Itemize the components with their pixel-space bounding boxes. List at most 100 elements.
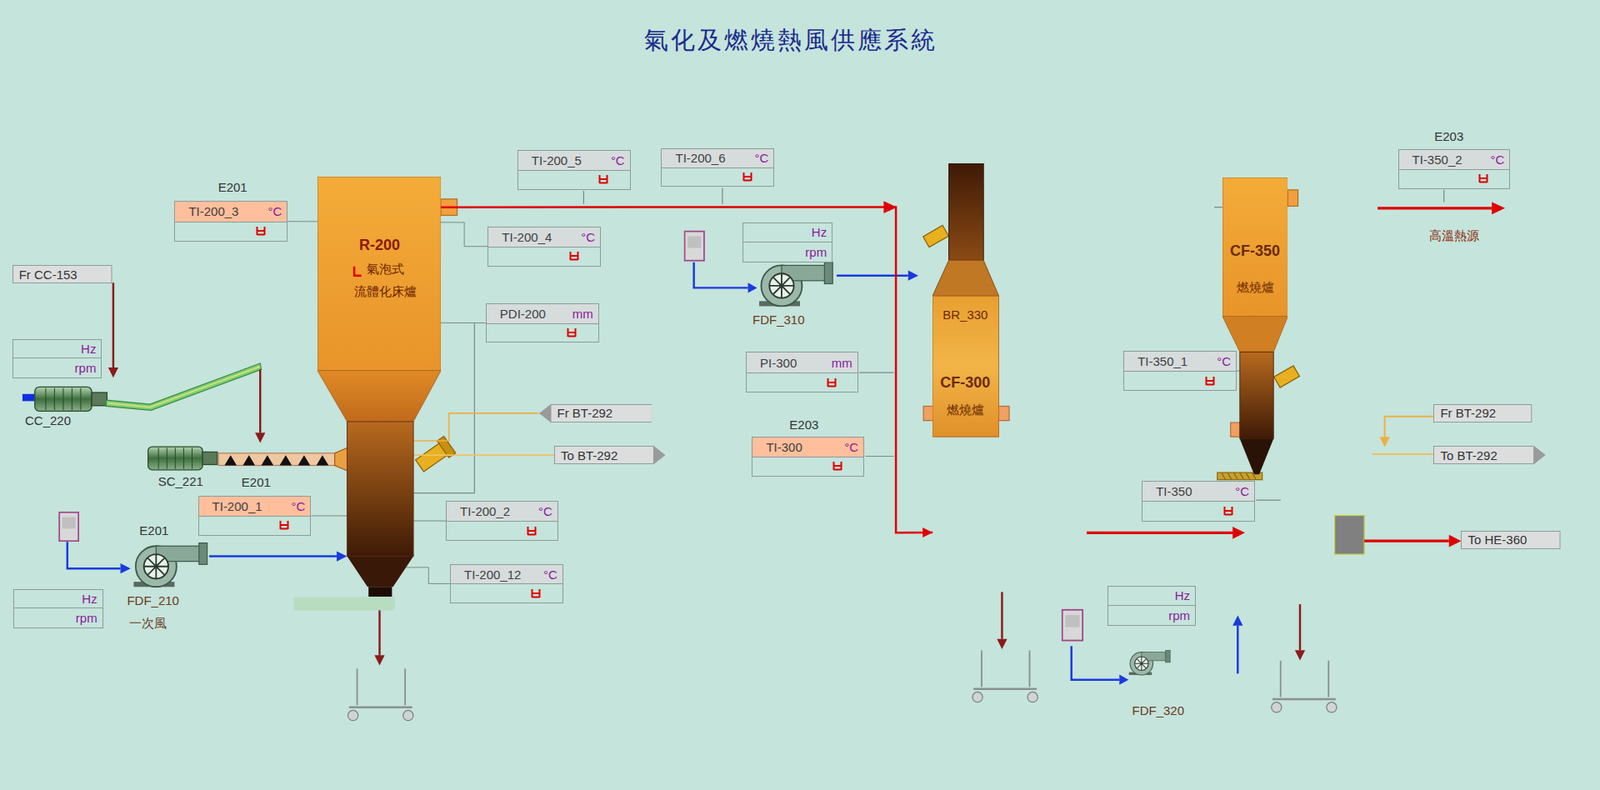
tertiary-fan-part (1119, 675, 1129, 685)
connector (413, 520, 446, 522)
unit-text: °C (604, 153, 625, 168)
primary-air-fan-part (59, 512, 79, 541)
unit-text: mm (565, 306, 594, 321)
bottom-ash-carts-part (1295, 650, 1305, 660)
tag-header: TI-200_6°C (661, 149, 774, 169)
feed-conveyor-part (22, 394, 35, 402)
secondary-fan-part (748, 282, 758, 293)
tag-header: TI-200_1°C (199, 496, 311, 517)
tag-header: PDI-200mm (486, 304, 599, 325)
vessel-label: 燃燒爐 (946, 402, 985, 419)
feed-conveyor-part (112, 282, 115, 370)
tag-name: TI-200_5 (531, 153, 582, 168)
speed-row: Hz (1108, 586, 1196, 606)
value-field (446, 521, 558, 540)
vessel-shape (1222, 177, 1288, 480)
stream-tag: Fr BT-292 (1433, 404, 1533, 423)
speed-box: Hz rpm (742, 222, 833, 263)
furnace-fittings-part (1230, 422, 1240, 437)
stream-tag-body (550, 404, 652, 422)
leader-lines (583, 187, 1444, 500)
alarm-icon-glyph (280, 520, 288, 530)
bt292-lines (1372, 416, 1434, 455)
value-field (450, 584, 563, 601)
equipment-label: FDF_320 (1132, 703, 1185, 718)
hot-gas-line-part (1377, 206, 1492, 210)
tertiary-fan-part (1129, 650, 1170, 675)
alarm-icon-glyph (1480, 174, 1488, 183)
unit-text: °C (536, 567, 558, 582)
equipment-label: E201 (139, 522, 169, 537)
equipment-label: E201 (241, 474, 271, 489)
speed-row: rpm (743, 242, 832, 262)
tertiary-fan-part (1071, 645, 1120, 680)
value-field (1142, 501, 1255, 520)
tag-box: TI-350_2°C (1398, 149, 1511, 190)
tag-header: TI-200_3°C (175, 201, 287, 222)
connector (413, 413, 540, 441)
secondary-fan-part (759, 262, 833, 307)
tag-box: PDI-200mm (485, 303, 600, 344)
value-field (488, 247, 600, 265)
value-field (199, 516, 311, 535)
furnace-fittings-part (1221, 472, 1257, 480)
secondary-fan-part (836, 274, 909, 276)
stream-name: To BT-292 (560, 448, 618, 463)
tag-name: TI-200_6 (675, 150, 725, 165)
stream-tag: Fr CC-153 (12, 265, 113, 284)
connector (310, 515, 347, 516)
connector-line (405, 567, 450, 585)
equipment-label: E201 (218, 180, 248, 195)
bottom-ash-carts-part (1299, 604, 1301, 650)
unit-text: °C (1210, 354, 1231, 369)
alarm-icon (598, 174, 609, 185)
vessel-shape-part (1222, 316, 1288, 353)
unit-text: °C (260, 204, 282, 219)
stream-tag-body (554, 446, 654, 465)
unit-text: Hz (811, 225, 827, 240)
unit-text: °C (531, 504, 553, 519)
secondary-fan-part (685, 231, 705, 261)
stream-tag-arrow (539, 404, 551, 423)
hot-gas-line-part (1232, 526, 1245, 540)
vessel-shape-part (354, 266, 362, 276)
vessel: R-200氣泡式流體化床爐 (317, 176, 441, 597)
alarm-icon (1223, 505, 1234, 516)
alarm-icon-glyph (570, 251, 578, 260)
bt292-lines-part (1372, 453, 1434, 455)
tag-box: TI-350_1°C (1123, 350, 1237, 391)
vessel-label: R-200 (359, 235, 400, 254)
value-field (752, 457, 864, 475)
unit-text: rpm (1168, 608, 1190, 623)
connector (413, 455, 555, 456)
tag-header: TI-200_4°C (488, 227, 600, 248)
connector-line (310, 515, 347, 516)
tag-box: TI-200_12°C (450, 564, 564, 604)
tag-name: TI-200_2 (460, 504, 510, 519)
connector-line (1236, 370, 1240, 372)
unit-text: mm (825, 355, 853, 370)
stream-name: To HE-360 (1467, 532, 1527, 547)
alarm-icon-glyph (1224, 506, 1232, 515)
screw-feeder-part (148, 446, 218, 470)
speed-box: Hzrpm (13, 589, 104, 630)
hot-gas-line-part (1449, 535, 1462, 548)
tag-box: TI-200_1°C (198, 495, 312, 536)
alarm-icon (742, 171, 753, 182)
tag-box: TI-300°C (751, 436, 865, 477)
unit-text: °C (285, 499, 306, 514)
equipment-label: FDF_310 (752, 312, 805, 327)
screw-feeder-part (224, 455, 329, 465)
bottom-ash-carts-part (996, 639, 1007, 650)
vessel: BR_330CF-300燃燒爐 (932, 163, 1000, 541)
tag-header: PI-300mm (746, 352, 858, 373)
connector (440, 322, 486, 324)
feed-conveyor-part (255, 432, 265, 443)
connector-arrowhead (922, 527, 933, 538)
primary-air-fan-part (120, 563, 130, 574)
vessel-shape-part (1240, 351, 1274, 439)
furnace-fittings-part (1287, 190, 1298, 207)
tag-box: TI-200_2 °C (445, 500, 559, 541)
alarm-icon-glyph (527, 526, 535, 535)
